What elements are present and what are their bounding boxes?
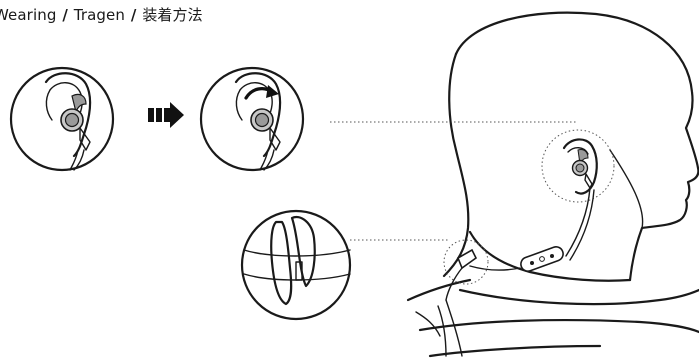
step-1-earbud-tip — [64, 112, 80, 128]
clip-front — [270, 220, 293, 306]
clip-collar-bottom — [243, 273, 351, 281]
step-1-earbud-stem — [79, 127, 91, 151]
head-profile — [454, 11, 699, 282]
shirt-fold-2 — [437, 305, 447, 357]
ear-highlight-circle — [541, 129, 615, 203]
jaw-line — [609, 149, 644, 229]
step-arrow-icon — [148, 102, 184, 128]
head-earbud-stem — [584, 173, 593, 189]
remote-control — [520, 246, 564, 272]
shirt-fold-3 — [415, 311, 441, 337]
step-2-ear-panel — [199, 66, 305, 172]
shirt-fold-1 — [445, 299, 463, 357]
step-2-rotate-arrowhead — [266, 85, 279, 98]
cable-upper — [565, 187, 591, 257]
remote-center-button-icon — [539, 256, 545, 262]
title-separator-2: / — [130, 6, 137, 24]
step-2-earbud-tip — [254, 112, 270, 128]
head-earbud-tip — [575, 163, 585, 173]
head-clip — [456, 248, 478, 270]
step-1-cable-2 — [69, 149, 79, 171]
step-2-ear-outline — [234, 72, 282, 158]
page-title: Wearing / Tragen / 装着方法 — [0, 4, 203, 25]
step-2-ear-ridge — [235, 89, 243, 121]
clip-back — [290, 215, 316, 288]
head-ear-outline — [562, 138, 598, 195]
head-figure — [406, 11, 699, 358]
step-1-ear-ridge — [45, 89, 53, 121]
collar-line — [418, 318, 699, 334]
neck-line — [468, 230, 632, 282]
step-1-earbud-wing — [71, 93, 87, 115]
collar-top — [458, 288, 699, 306]
shirt-line — [428, 344, 602, 358]
cable-lower — [469, 265, 521, 271]
step-2-earbud-stem — [269, 127, 281, 151]
cable-upper-2 — [569, 189, 595, 261]
step-1-cable — [73, 149, 85, 171]
step-2-cable — [263, 149, 275, 171]
clip-highlight-circle — [443, 239, 489, 285]
step-1-ear-outline — [44, 72, 92, 158]
title-chinese: 装着方法 — [142, 6, 203, 24]
shoulder-left — [406, 278, 472, 302]
title-separator-1: / — [62, 6, 68, 24]
clip-collar-top — [243, 249, 351, 257]
step-1-ear-inner-fold — [49, 82, 83, 119]
step-1-ear-panel — [9, 66, 115, 172]
clip-detail-panel — [240, 209, 352, 321]
title-tragen: Tragen — [73, 6, 125, 24]
clip-detail-circle — [240, 209, 352, 321]
step-1-circle — [9, 66, 115, 172]
head-back-neck — [442, 52, 470, 278]
step-2-cable-2 — [259, 149, 269, 171]
step-2-circle — [199, 66, 305, 172]
remote-plus-icon — [550, 254, 554, 258]
clip-hinge — [295, 261, 303, 281]
remote-minus-icon — [530, 261, 534, 265]
title-wearing: Wearing — [0, 6, 57, 24]
cable-to-other-ear — [445, 267, 463, 301]
